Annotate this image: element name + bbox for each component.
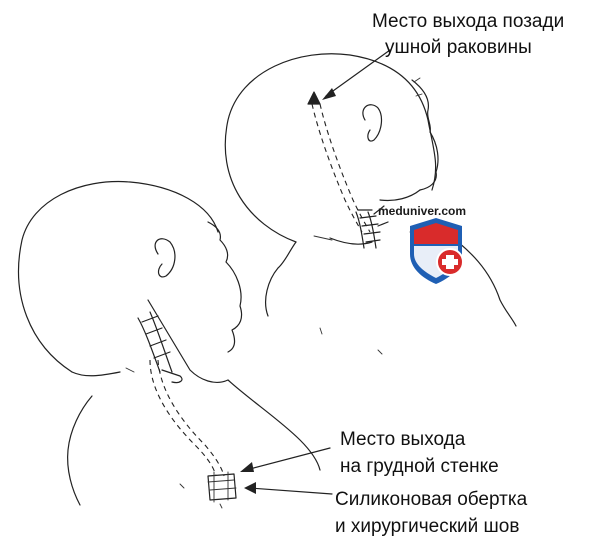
- label-silicone-line1: Силиконовая обертка: [335, 489, 528, 510]
- medical-shield-cross-icon: [410, 218, 464, 284]
- label-silicone-line2: и хирургический шов: [335, 516, 520, 537]
- watermark-label: meduniver.com: [378, 204, 467, 218]
- label-exit-chest-line1: Место выхода: [340, 429, 466, 450]
- upper-infant-drawing: [224, 53, 517, 355]
- leader-arrows: [240, 49, 391, 495]
- lower-infant-drawing: [18, 180, 321, 509]
- watermark-text: meduniver.com: [378, 204, 466, 218]
- label-exit-behind-ear-line1: Место выхода позади: [372, 11, 565, 32]
- label-exit-chest-line2: на грудной стенке: [340, 456, 499, 477]
- label-exit-behind-ear-line2: ушной раковины: [385, 37, 532, 58]
